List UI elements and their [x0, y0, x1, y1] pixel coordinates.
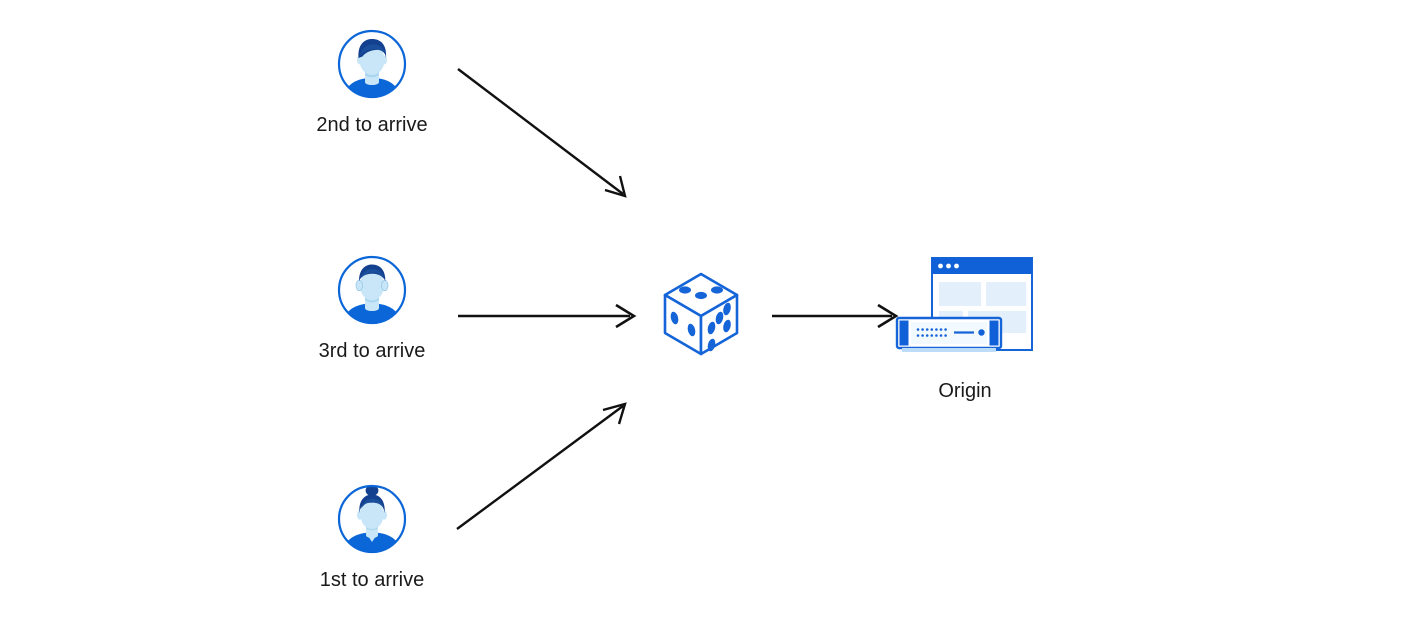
node-label-visitor-3rd: 3rd to arrive	[318, 340, 426, 362]
node-visitor-2nd[interactable]: 2nd to arrive	[316, 28, 428, 137]
dice-icon	[657, 268, 745, 360]
node-label-visitor-2nd: 2nd to arrive	[316, 114, 428, 136]
node-label-origin: Origin	[938, 380, 992, 402]
arrow-2nd-to-dice	[457, 68, 627, 198]
node-label-visitor-1st: 1st to arrive	[319, 569, 425, 591]
arrow-1st-to-dice	[456, 402, 627, 530]
origin-server-icon	[894, 256, 1036, 366]
avatar-icon	[336, 28, 408, 100]
arrow-3rd-to-dice	[458, 303, 637, 329]
server-unit-shape	[895, 316, 1003, 352]
node-visitor-1st[interactable]: 1st to arrive	[316, 483, 428, 592]
node-origin[interactable]: Origin	[890, 256, 1040, 403]
avatar-icon	[336, 483, 408, 555]
node-visitor-3rd[interactable]: 3rd to arrive	[316, 254, 428, 363]
avatar-icon	[336, 254, 408, 326]
arrow-dice-to-origin	[772, 303, 899, 329]
node-randomizer[interactable]	[655, 268, 747, 360]
